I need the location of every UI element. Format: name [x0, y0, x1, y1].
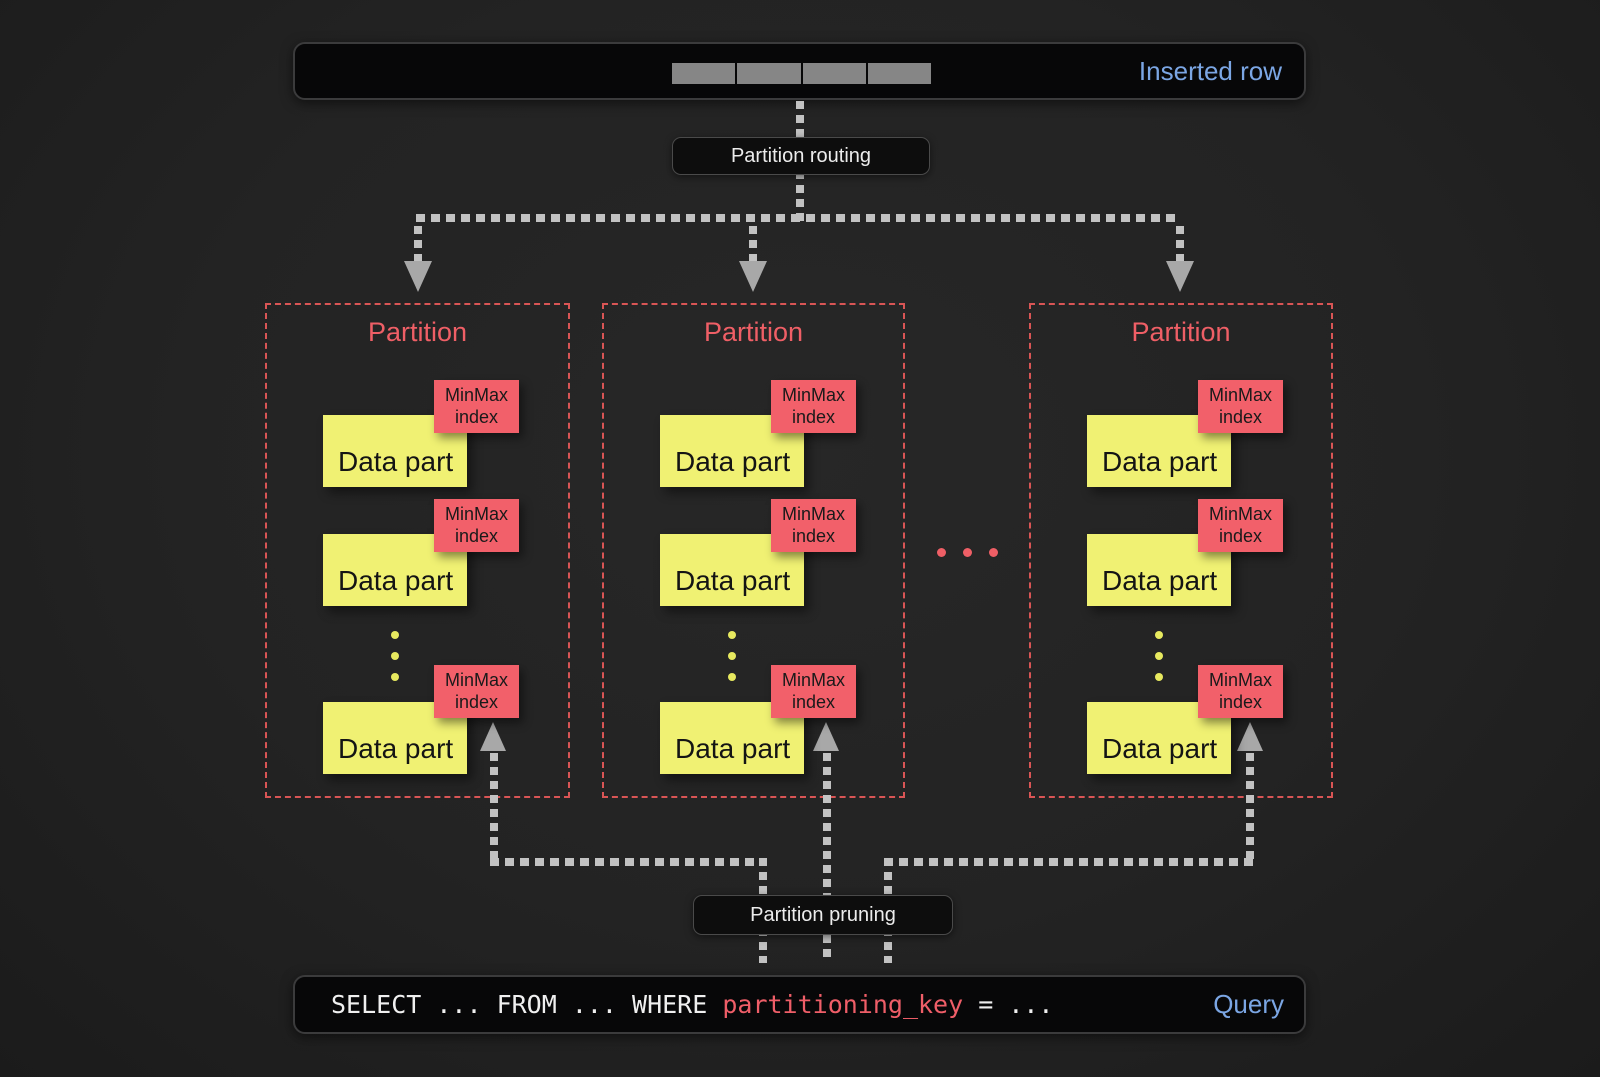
minmax-index-tag: MinMax index	[1198, 665, 1283, 718]
query-partitioning-key: partitioning_key	[722, 990, 964, 1019]
query-code-segment: SELECT ... FROM ... WHERE	[331, 990, 723, 1019]
routing-branch-line	[416, 214, 1180, 222]
inserted-row-label: Inserted row	[1138, 55, 1282, 86]
minmax-index-tag: MinMax index	[1198, 499, 1283, 552]
more-parts-dots	[728, 631, 736, 681]
pruning-line	[1246, 753, 1254, 862]
data-part: Data part	[1087, 415, 1231, 487]
query-label: Query	[1213, 989, 1284, 1019]
row-cell	[672, 63, 736, 84]
more-partitions-ellipsis	[937, 548, 998, 557]
pruning-line	[490, 753, 498, 862]
minmax-index-tag: MinMax index	[771, 665, 856, 718]
arrow-up-icon	[480, 722, 506, 751]
partition-routing-label-text: Partition routing	[730, 144, 872, 167]
arrow-down-icon	[1166, 261, 1194, 292]
minmax-index-tag: MinMax index	[434, 665, 519, 718]
dot	[728, 673, 736, 681]
inserted-row-cells	[672, 63, 931, 84]
dot	[1155, 631, 1163, 639]
dot	[391, 673, 399, 681]
query-bar: SELECT ... FROM ... WHERE partitioning_k…	[293, 975, 1306, 1034]
pruning-line	[823, 753, 831, 963]
inserted-row-bar: Inserted row	[293, 42, 1306, 100]
dot	[728, 652, 736, 660]
dot	[391, 631, 399, 639]
row-cell	[867, 63, 931, 84]
partition-box-2: Partition Data part MinMax index Data pa…	[602, 303, 905, 798]
arrow-down-icon	[404, 261, 432, 292]
partition-box-1: Partition Data part MinMax index Data pa…	[265, 303, 570, 798]
branch-arrow-shaft	[749, 226, 757, 262]
minmax-index-tag: MinMax index	[434, 380, 519, 433]
dot	[728, 631, 736, 639]
arrow-up-icon	[813, 722, 839, 751]
row-cell	[737, 63, 801, 84]
dot	[391, 652, 399, 660]
more-parts-dots	[391, 631, 399, 681]
minmax-index-tag: MinMax index	[1198, 380, 1283, 433]
partition-pruning-label-text: Partition pruning	[750, 903, 896, 926]
query-code-segment: = ...	[963, 990, 1054, 1019]
pruning-line	[490, 858, 767, 866]
partition-title: Partition	[1131, 317, 1231, 347]
partition-box-3: Partition Data part MinMax index Data pa…	[1029, 303, 1333, 798]
pruning-line	[884, 858, 1254, 866]
partition-title: Partition	[367, 317, 468, 347]
arrow-up-icon	[1237, 722, 1263, 751]
partition-title: Partition	[703, 317, 804, 347]
minmax-index-tag: MinMax index	[434, 499, 519, 552]
minmax-index-tag: MinMax index	[771, 380, 856, 433]
partition-pruning-label: Partition pruning	[693, 895, 953, 935]
row-cell	[802, 63, 866, 84]
dot	[1155, 673, 1163, 681]
data-part: Data part	[323, 702, 467, 774]
dot	[937, 548, 946, 557]
branch-arrow-shaft	[1176, 226, 1184, 262]
partition-routing-label: Partition routing	[672, 137, 930, 175]
more-parts-dots	[1155, 631, 1163, 681]
dot	[963, 548, 972, 557]
dot	[989, 548, 998, 557]
dot	[1155, 652, 1163, 660]
query-code: SELECT ... FROM ... WHERE partitioning_k…	[331, 990, 1053, 1019]
minmax-index-tag: MinMax index	[771, 499, 856, 552]
branch-arrow-shaft	[414, 226, 422, 262]
arrow-down-icon	[739, 261, 767, 292]
